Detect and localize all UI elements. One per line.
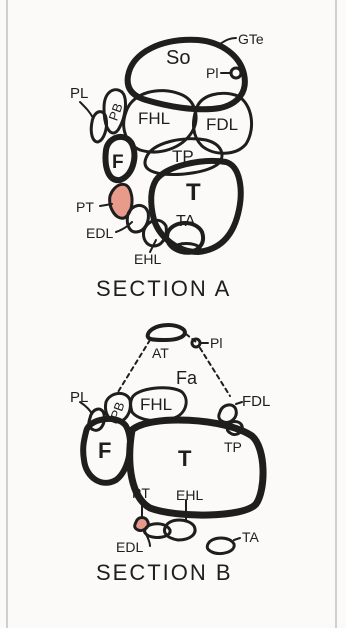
section-b-title: SECTION B <box>96 560 233 585</box>
ehl-a-outline <box>142 218 168 248</box>
soleus-outline <box>124 36 248 113</box>
label-a-t: T <box>186 179 201 206</box>
edl-a-leader <box>115 221 133 233</box>
edl-b-leader <box>145 533 151 547</box>
pt-a-leader <box>99 203 113 207</box>
ehl-a-leader <box>149 239 157 253</box>
label-b-pb: PB <box>108 400 128 421</box>
label-a-edl: EDL <box>86 225 113 241</box>
label-b-fdl: FDL <box>242 393 270 410</box>
label-a-fhl: FHL <box>138 109 170 128</box>
section-b-drawing <box>79 323 267 556</box>
label-b-pt: PT <box>132 485 150 501</box>
label-a-fdl: FDL <box>206 115 238 134</box>
achilles-tendon-outline <box>145 323 187 342</box>
label-a-f: F <box>112 152 124 173</box>
label-b-fa: Fa <box>176 368 198 388</box>
label-a-ta: TA <box>176 213 196 230</box>
fibula-b-outline <box>80 415 134 486</box>
gte-leader <box>219 37 237 45</box>
ta-b-outline <box>205 536 236 556</box>
label-b-edl: EDL <box>116 539 143 555</box>
tibia-b-outline <box>126 416 267 519</box>
fascia-dashed-right <box>199 347 231 397</box>
fdl-a-outline <box>192 91 254 155</box>
label-b-at: AT <box>152 345 169 361</box>
left-border-line <box>6 0 8 628</box>
fdl-b-leader <box>235 401 243 405</box>
ehl-b-outline <box>163 518 197 542</box>
label-b-pl: PL <box>70 389 88 406</box>
fascia-dashed-top <box>185 333 197 343</box>
label-a-so: So <box>166 47 190 69</box>
label-b-tp: TP <box>224 439 242 455</box>
label-a-plantaris: Pl <box>206 65 218 81</box>
label-a-pt: PT <box>76 199 94 215</box>
label-b-ehl: EHL <box>176 487 203 503</box>
fdl-b-outline <box>217 403 238 424</box>
label-a-pl: PL <box>70 85 88 102</box>
label-b-plantaris: Pl <box>210 335 222 351</box>
fibula-a-outline <box>102 133 138 184</box>
plantaris-a-outline <box>229 66 243 80</box>
peroneus-tertius-a-highlight <box>108 182 134 220</box>
fascia-dashed-left <box>117 339 151 393</box>
section-a-drawing <box>79 36 254 255</box>
section-b-labels: Pl AT Fa PL PB FHL FDL F T TP PT EHL EDL… <box>70 335 270 585</box>
peroneus-brevis-b-outline <box>104 392 132 424</box>
label-a-pb: PB <box>106 101 126 122</box>
label-b-t: T <box>178 446 192 471</box>
label-a-gte: GTe <box>238 31 264 47</box>
peroneus-brevis-a-outline <box>102 88 127 135</box>
section-a-labels: So GTe Pl PL PB FHL FDL F TP T PT TA EDL… <box>70 31 264 301</box>
tibia-a-outline <box>148 158 244 255</box>
label-b-fhl: FHL <box>140 395 172 414</box>
right-border-line <box>335 0 337 628</box>
label-b-ta: TA <box>242 529 260 545</box>
label-a-ehl: EHL <box>134 251 161 267</box>
section-a-title: SECTION A <box>96 276 231 301</box>
pl-b-leader <box>79 401 93 415</box>
label-b-f: F <box>98 438 111 463</box>
label-a-tp: TP <box>172 147 194 166</box>
peroneus-longus-a-outline <box>89 110 108 144</box>
edl-b-outline <box>143 522 172 539</box>
pl-a-leader <box>79 101 94 119</box>
ta-b-leader <box>233 537 241 541</box>
ta-a-capsule <box>172 242 202 255</box>
